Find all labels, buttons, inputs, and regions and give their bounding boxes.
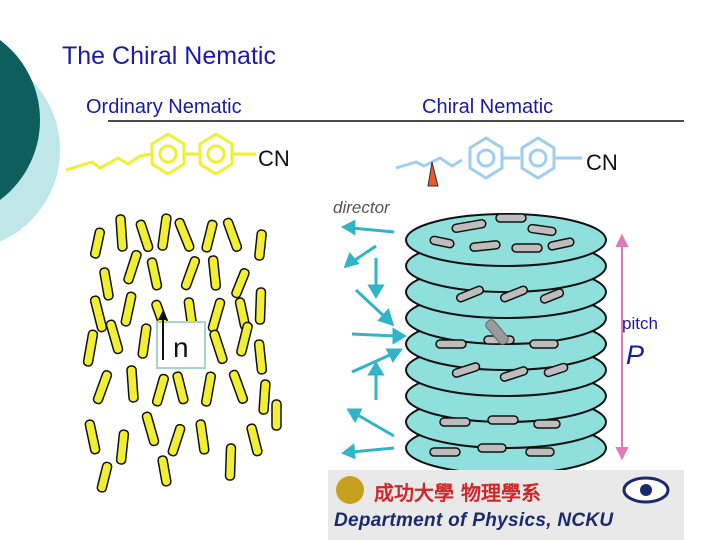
director-arrows — [340, 219, 407, 460]
department-logo-banner: Department of Physics, NCKU — [328, 470, 684, 540]
chiral-disk-stack — [405, 213, 607, 475]
logo-graphic: 成功大學 物理學系 — [328, 470, 684, 540]
cn-label-left: CN — [258, 146, 290, 171]
director-arrow-n — [156, 310, 206, 369]
pitch-p-label: P — [626, 340, 645, 370]
chiral-molecule-diagram — [395, 136, 582, 180]
ordinary-molecule-diagram — [65, 132, 256, 176]
department-name: Department of Physics, NCKU — [334, 510, 614, 531]
cn-label-right: CN — [586, 150, 618, 175]
logo-chinese-name: 成功大學 物理學系 — [374, 481, 541, 505]
director-label: director — [333, 198, 390, 217]
decorative-arcs — [0, 40, 60, 242]
nematic-rod-field — [82, 213, 282, 493]
chiral-center-marker — [427, 161, 439, 187]
slide-title: The Chiral Nematic — [62, 42, 276, 70]
pitch-arrow — [615, 233, 629, 461]
pitch-label: pitch — [622, 314, 658, 333]
chiral-nematic-label: Chiral Nematic — [422, 96, 554, 118]
ordinary-nematic-label: Ordinary Nematic — [86, 96, 242, 118]
director-n-label: n — [173, 332, 189, 363]
